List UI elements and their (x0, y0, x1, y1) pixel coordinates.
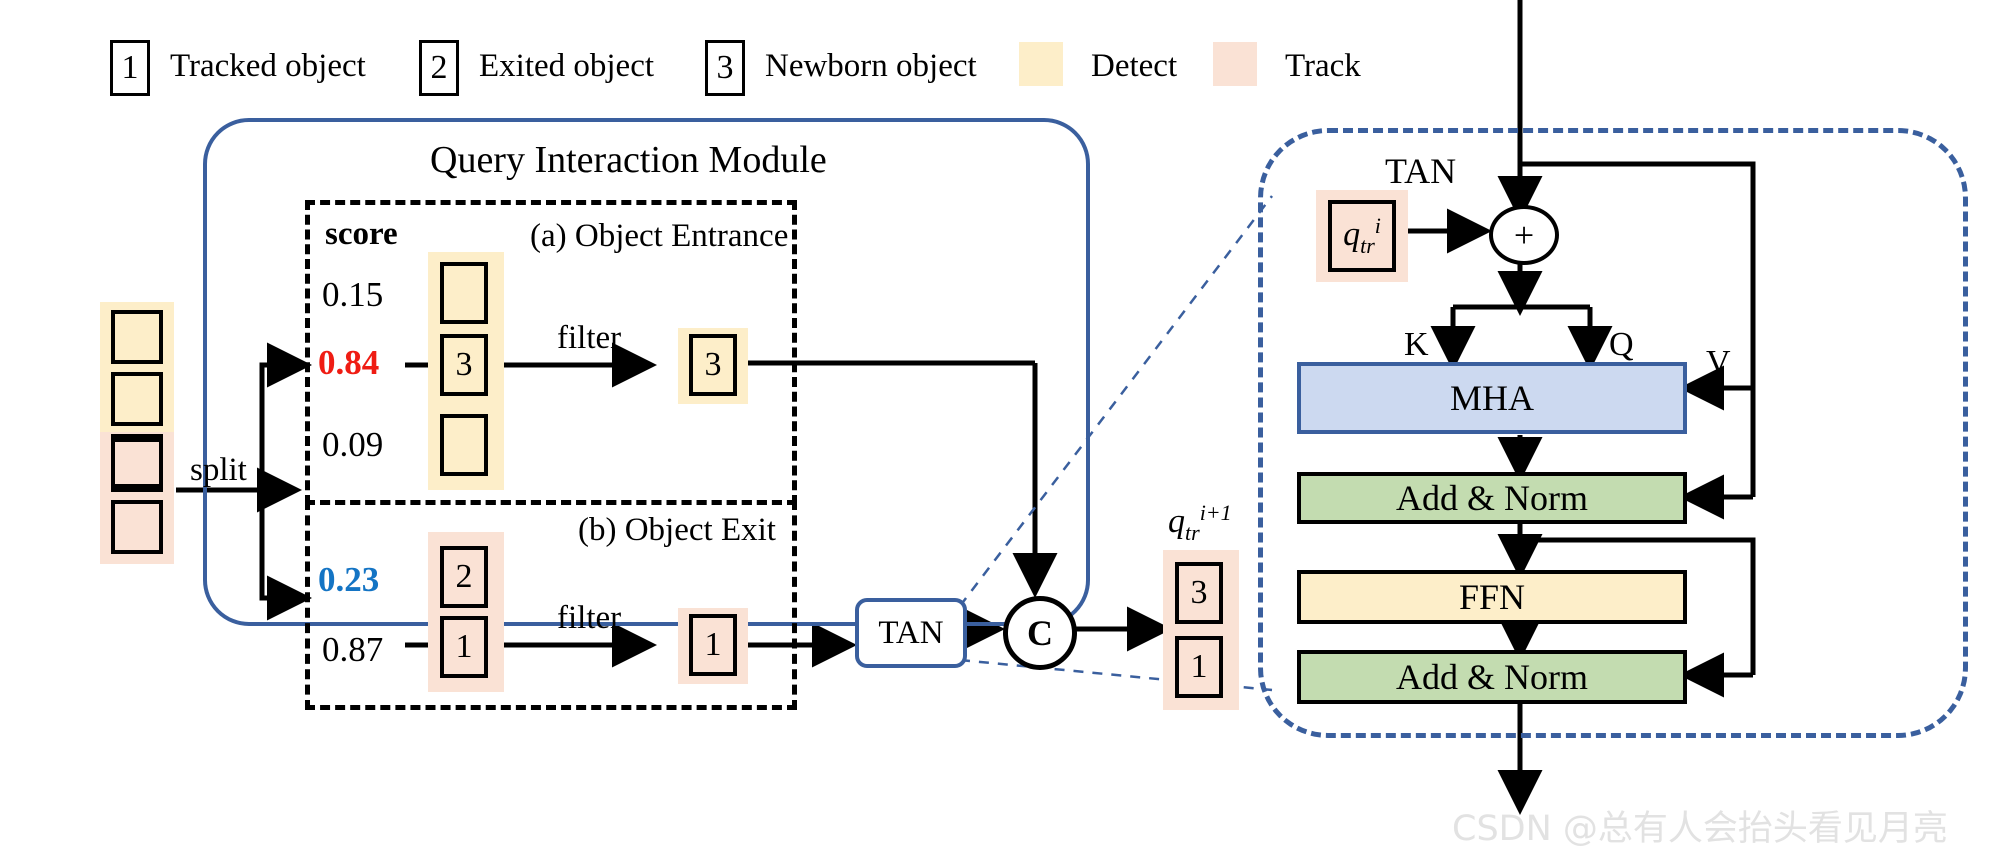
output-query-label: qtri+1 (1168, 500, 1232, 546)
legend-label-exited: Exited object (479, 48, 655, 84)
query-interaction-module-frame (203, 118, 1090, 626)
add-operator-icon: + (1489, 205, 1559, 265)
exit-title: (b) Object Exit (578, 512, 776, 548)
qim-title: Query Interaction Module (430, 139, 827, 181)
entrance-token-1: 3 (440, 334, 488, 396)
watermark: CSDN @总有人会抬头看见月亮 (1452, 809, 1948, 849)
add-norm-block-1: Add & Norm (1297, 472, 1687, 524)
concat-node: C (1003, 596, 1077, 670)
output-label-sup: i+1 (1199, 500, 1232, 525)
tan-node[interactable]: TAN (855, 598, 967, 668)
k-label: K (1404, 326, 1429, 363)
legend-token-1: 1 (110, 40, 150, 96)
legend-label-newborn: Newborn object (765, 48, 977, 84)
input-token-4 (111, 500, 163, 554)
entrance-score-1: 0.84 (318, 343, 380, 382)
entrance-token-2 (440, 414, 488, 476)
entrance-filter-label: filter (557, 320, 622, 356)
input-token-0 (111, 310, 163, 364)
mha-block: MHA (1297, 362, 1687, 434)
legend-token-2: 2 (419, 40, 459, 96)
exit-filter-label: filter (557, 600, 622, 636)
exit-score-1: 0.87 (322, 630, 384, 669)
object-exit-box (305, 500, 797, 710)
tan-query-base: q (1343, 216, 1361, 254)
input-token-3 (111, 438, 163, 492)
legend-label-tracked: Tracked object (170, 48, 366, 84)
tan-query-sub: tr (1360, 232, 1375, 258)
tan-panel (1258, 128, 1968, 738)
tan-query-token: qtri (1328, 200, 1396, 272)
output-token-1: 1 (1175, 636, 1223, 698)
output-label-sub: tr (1185, 519, 1200, 545)
score-header: score (325, 216, 398, 252)
output-label-base: q (1168, 503, 1185, 541)
legend-label-detect: Detect (1091, 48, 1178, 84)
legend-token-3: 3 (705, 40, 745, 96)
entrance-filtered-token: 3 (689, 334, 737, 396)
legend-swatch-track (1213, 42, 1257, 86)
entrance-token-0 (440, 262, 488, 324)
legend-label-track: Track (1285, 48, 1361, 84)
input-token-1 (111, 372, 163, 426)
exit-filtered-token: 1 (689, 614, 737, 676)
v-label: V (1706, 344, 1731, 381)
legend-swatch-detect (1019, 42, 1063, 86)
entrance-score-2: 0.09 (322, 425, 384, 464)
split-label: split (190, 452, 247, 488)
q-label: Q (1609, 326, 1634, 363)
ffn-block: FFN (1297, 570, 1687, 624)
entrance-title: (a) Object Entrance (530, 218, 789, 254)
tan-panel-title: TAN (1385, 151, 1457, 191)
exit-token-0: 2 (440, 546, 488, 608)
legend: 1 Tracked object 2 Exited object 3 Newbo… (0, 0, 1997, 110)
output-token-0: 3 (1175, 562, 1223, 624)
add-norm-block-2: Add & Norm (1297, 650, 1687, 704)
tan-query-sup: i (1374, 213, 1381, 239)
exit-token-1: 1 (440, 616, 488, 678)
exit-score-0: 0.23 (318, 560, 380, 599)
entrance-score-0: 0.15 (322, 275, 384, 314)
